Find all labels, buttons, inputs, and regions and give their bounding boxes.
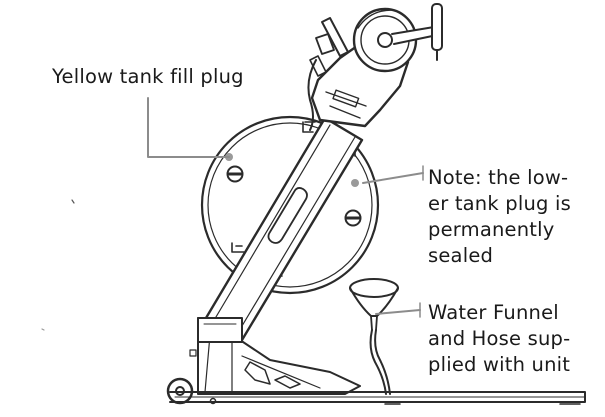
handle-bar (391, 3, 443, 61)
water-tank (200, 115, 380, 295)
lower-plug-callout: Note: the low- er tank plug is permanent… (428, 165, 571, 269)
front-wheel (166, 377, 194, 405)
rail-foot (197, 317, 243, 343)
stray-mark (41, 328, 45, 331)
lower-plug-line-1: Note: the low- (428, 166, 569, 189)
callout-ticks (419, 165, 424, 318)
stray-mark (71, 199, 75, 204)
base-rail (169, 391, 586, 405)
funnel-line-3: plied with unit (428, 353, 571, 376)
leader-lines (147, 97, 424, 315)
sealed-plug-marker (351, 179, 359, 187)
fill-plug-callout-text: Yellow tank fill plug (52, 65, 244, 88)
fill-plug-leader (147, 97, 230, 158)
funnel-line-2: and Hose sup- (428, 327, 571, 350)
fill-plug (226, 165, 244, 183)
sealed-plug (344, 209, 362, 227)
sealed-plug-leader (362, 172, 424, 184)
lower-plug-line-3: permanently (428, 218, 555, 241)
funnel-line-1: Water Funnel (428, 301, 559, 324)
water-funnel (349, 278, 399, 395)
front-grip (309, 17, 349, 77)
fill-plug-callout: Yellow tank fill plug (52, 64, 244, 90)
main-rail (204, 116, 364, 342)
lower-plug-line-2: er tank plug is (428, 192, 571, 215)
lower-plug-line-4: sealed (428, 244, 494, 267)
console-cable (307, 59, 317, 131)
funnel-callout: Water Funnel and Hose sup- plied with un… (428, 300, 570, 378)
funnel-leader (375, 309, 421, 315)
